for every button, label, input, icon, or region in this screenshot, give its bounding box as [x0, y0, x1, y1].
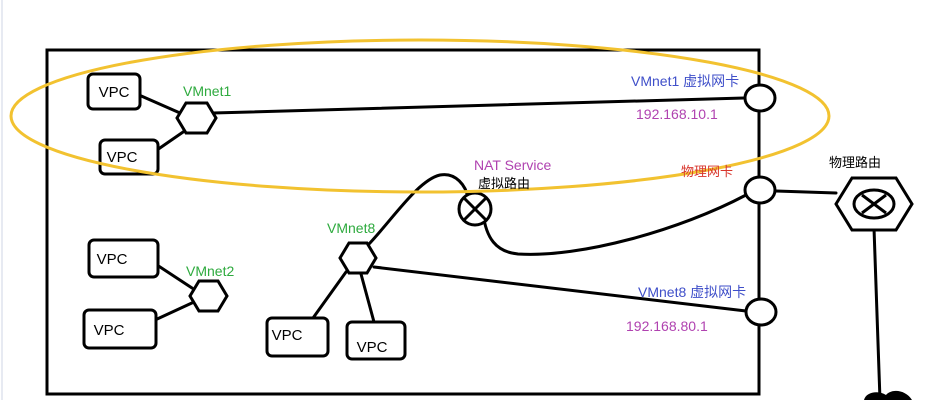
vmnet1-switch-icon: [175, 101, 218, 135]
physical-nic-label: 物理网卡: [681, 165, 733, 180]
physical-router-label: 物理路由: [829, 155, 881, 171]
vmnet1-nic-label: VMnet1 虚拟网卡: [631, 73, 739, 89]
edge-router-down: [872, 226, 882, 400]
edge-vpc1-vmnet1: [137, 93, 182, 115]
vmnet8-nic-port-icon: [744, 297, 778, 327]
vmnet8-switch-icon: [338, 241, 378, 275]
vmnet1-highlight-ellipse: [9, 38, 831, 194]
vmnet2-switch-icon: [188, 279, 229, 313]
host-boundary: [45, 48, 761, 396]
vpc-5: VPC: [265, 316, 330, 358]
edge-nat-physical-nic: [481, 193, 748, 256]
vpc-4-label: VPC: [94, 322, 125, 339]
vmnet8-label: VMnet8: [327, 220, 375, 236]
edge-vpc5-vmnet8: [311, 270, 348, 320]
edge-vpc4-vmnet2: [153, 300, 196, 322]
edge-vmnet8-nic8: [372, 265, 748, 313]
vmnet2-label: VMnet2: [186, 263, 234, 279]
vpc-3: VPC: [87, 238, 160, 279]
virtual-router-label: 虚拟路由: [478, 176, 530, 192]
partial-device-icon: [864, 390, 912, 400]
physical-router-icon: [834, 176, 914, 232]
vmnet1-label: VMnet1: [183, 83, 231, 99]
physical-nic-port-icon: [743, 175, 777, 205]
vpc-3-label: VPC: [97, 251, 128, 268]
edge-physical-nic-router: [774, 189, 838, 195]
nat-virtual-router-icon: [457, 191, 493, 227]
vmnet8-ip-label: 192.168.80.1: [626, 318, 708, 334]
vmnet1-ip-label: 192.168.10.1: [636, 106, 718, 122]
edge-vpc6-vmnet8: [359, 272, 376, 324]
vpc-2-label: VPC: [107, 149, 138, 166]
edges: [137, 93, 882, 400]
edge-vpc2-vmnet1: [155, 128, 188, 152]
vpc-6: VPC: [345, 320, 407, 361]
vpc-1-label: VPC: [99, 84, 130, 101]
vmnet1-nic-port-icon: [743, 83, 777, 113]
edge-vmnet1-nic1: [211, 96, 746, 115]
vpc-6-label: VPC: [357, 339, 388, 356]
vpc-4: VPC: [82, 308, 158, 350]
nat-service-label: NAT Service: [474, 157, 551, 173]
edge-vmnet8-nat: [366, 173, 470, 247]
edge-vpc3-vmnet2: [155, 263, 194, 290]
vmnet8-nic-label: VMnet8 虚拟网卡: [638, 284, 746, 300]
vpc-1: VPC: [86, 72, 142, 111]
vpc-5-label: VPC: [272, 327, 303, 344]
